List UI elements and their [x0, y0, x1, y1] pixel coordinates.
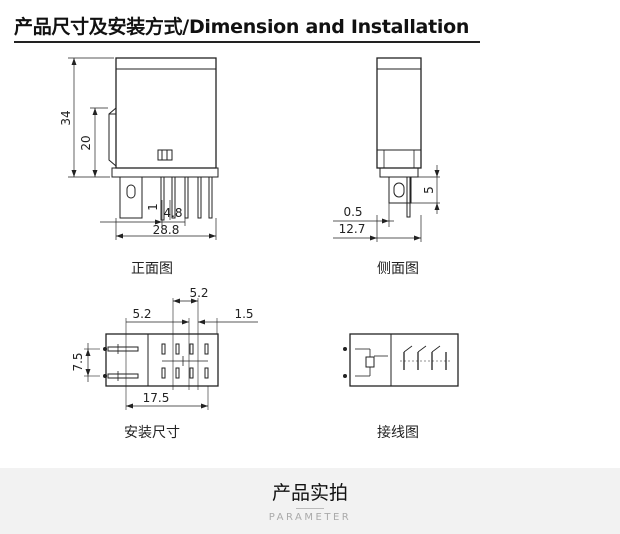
- dim-pin-height: 1: [146, 203, 160, 211]
- dim-pitch-a: 5.2: [189, 286, 208, 300]
- dimension-drawings: 34 20 1 4.8 28.8 5 0.5 12.7 5.2 5.2 1.5 …: [59, 57, 459, 410]
- side-view-caption: 侧面图: [377, 261, 419, 277]
- wiring-view-drawing: [343, 333, 459, 387]
- wiring-view-caption: 接线图: [377, 425, 419, 441]
- section-footer: 产品实拍 PARAMETER: [0, 468, 620, 534]
- page-title: 产品尺寸及安装方式/Dimension and Installation: [14, 16, 470, 38]
- dim-depth: 12.7: [339, 222, 366, 236]
- footer-divider: [296, 508, 324, 509]
- mount-view-caption: 安装尺寸: [124, 425, 180, 441]
- title-underline: [14, 41, 480, 43]
- dim-pitch-c: 1.5: [234, 307, 253, 321]
- side-view-drawing: [333, 57, 440, 242]
- dim-pitch-b: 5.2: [132, 307, 151, 321]
- dim-width: 28.8: [153, 223, 180, 237]
- dim-span: 17.5: [143, 391, 170, 405]
- footer-title: 产品实拍: [271, 482, 348, 504]
- front-view-drawing: [68, 57, 219, 240]
- mount-view-drawing: [84, 298, 258, 410]
- front-view-caption: 正面图: [131, 261, 173, 277]
- dim-row-spacing: 7.5: [71, 352, 85, 371]
- footer-subtitle: PARAMETER: [268, 512, 352, 523]
- dim-pin-pitch: 4.8: [163, 206, 182, 220]
- dim-height-total: 34: [59, 110, 73, 125]
- dim-pin-length: 5: [422, 186, 436, 194]
- dim-height-body: 20: [79, 135, 93, 150]
- dim-pin-thickness: 0.5: [343, 205, 362, 219]
